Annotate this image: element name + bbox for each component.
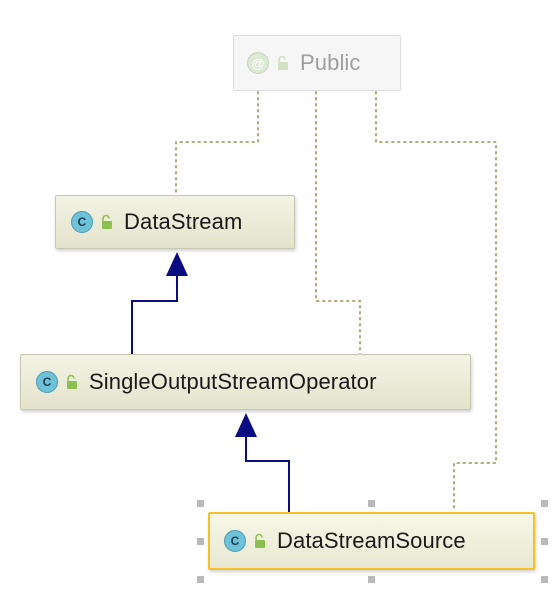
inheritance-arrowhead — [166, 252, 188, 276]
inheritance-edge-source-to-single — [245, 433, 290, 512]
annotation-link-source — [375, 91, 497, 513]
annotation-icon: @ — [247, 52, 269, 74]
resize-handle-bottom-right[interactable] — [541, 576, 548, 583]
unlocked-icon — [255, 533, 265, 548]
class-icon: C — [71, 211, 93, 233]
node-label: Public — [300, 50, 361, 75]
unlocked-icon — [67, 374, 77, 389]
class-icon: C — [36, 371, 58, 393]
class-icon: C — [224, 530, 246, 552]
resize-handle-top-middle[interactable] — [368, 500, 375, 507]
node-public[interactable]: @ Public — [233, 35, 401, 91]
resize-handle-middle-right[interactable] — [541, 538, 548, 545]
inheritance-edge-single-to-datastream — [131, 272, 178, 355]
node-label: DataStream — [124, 209, 243, 234]
resize-handle-bottom-middle[interactable] — [368, 576, 375, 583]
resize-handle-middle-left[interactable] — [197, 538, 204, 545]
node-single-output-stream-operator[interactable]: C SingleOutputStreamOperator — [20, 354, 471, 410]
unlocked-icon — [278, 55, 288, 70]
resize-handle-bottom-left[interactable] — [197, 576, 204, 583]
node-label: SingleOutputStreamOperator — [89, 369, 377, 394]
inheritance-arrowhead — [235, 413, 257, 437]
annotation-link-single-output — [315, 91, 361, 356]
node-datastream[interactable]: C DataStream — [55, 195, 295, 249]
resize-handle-top-right[interactable] — [541, 500, 548, 507]
node-datastream-source[interactable]: C DataStreamSource — [208, 512, 535, 570]
annotation-link-datastream — [175, 91, 259, 197]
resize-handle-top-left[interactable] — [197, 500, 204, 507]
node-label: DataStreamSource — [277, 528, 466, 553]
unlocked-icon — [102, 214, 112, 229]
